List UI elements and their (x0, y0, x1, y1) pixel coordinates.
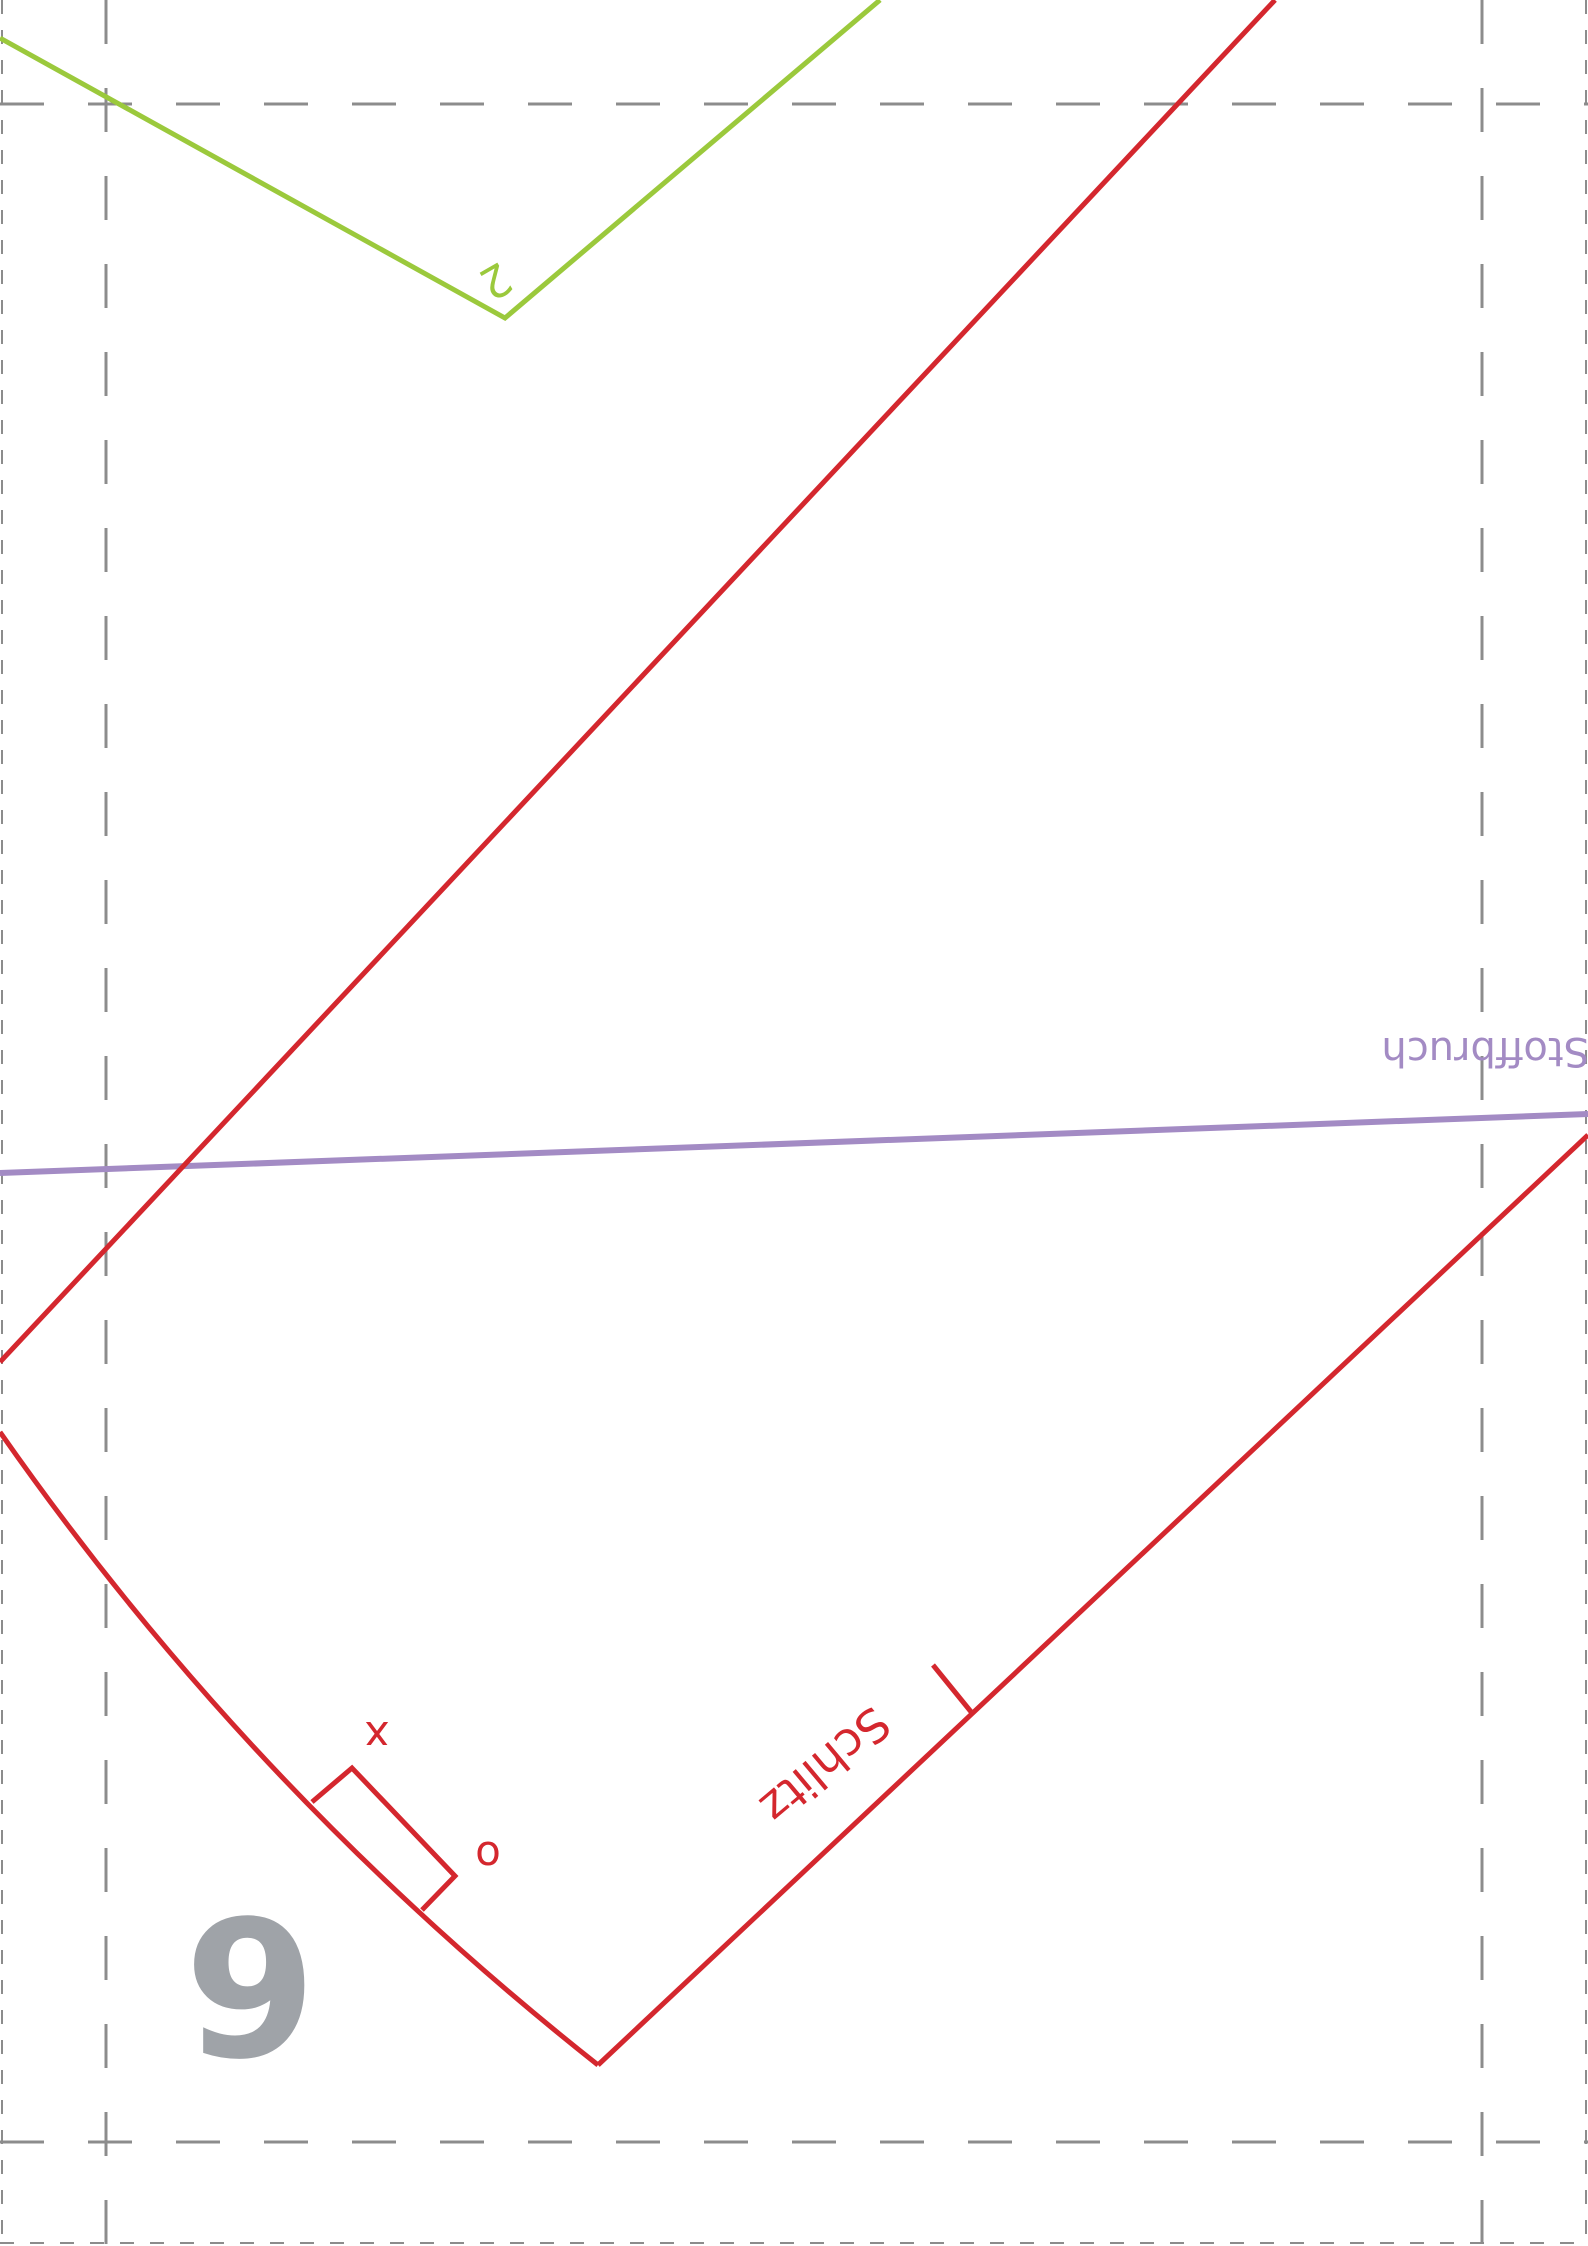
page-number: 6 (184, 1873, 316, 2094)
fold-line (0, 1111, 1588, 1176)
notch-marks: x o (310, 1712, 501, 1912)
slit-mark (931, 1663, 974, 1715)
slit-mark-group: Schlitz (750, 1663, 974, 1835)
cut-line-curved-hem (0, 1430, 600, 2067)
piece-2-outline (0, 0, 882, 322)
notch-o-label: o (475, 1832, 501, 1881)
fold-line-label: Stoffbruch (1381, 1028, 1588, 1074)
cut-line-diagonal-long (0, 0, 1277, 1364)
pattern-piece-2: 2 (0, 0, 882, 322)
fold-line-group: Stoffbruch (0, 1028, 1588, 1176)
notch-box (310, 1764, 459, 1912)
slit-label: Schlitz (750, 1696, 901, 1835)
notch-x-label: x (365, 1712, 390, 1761)
cut-lines (0, 0, 1588, 2067)
cut-line-side-seam (596, 1133, 1588, 2067)
